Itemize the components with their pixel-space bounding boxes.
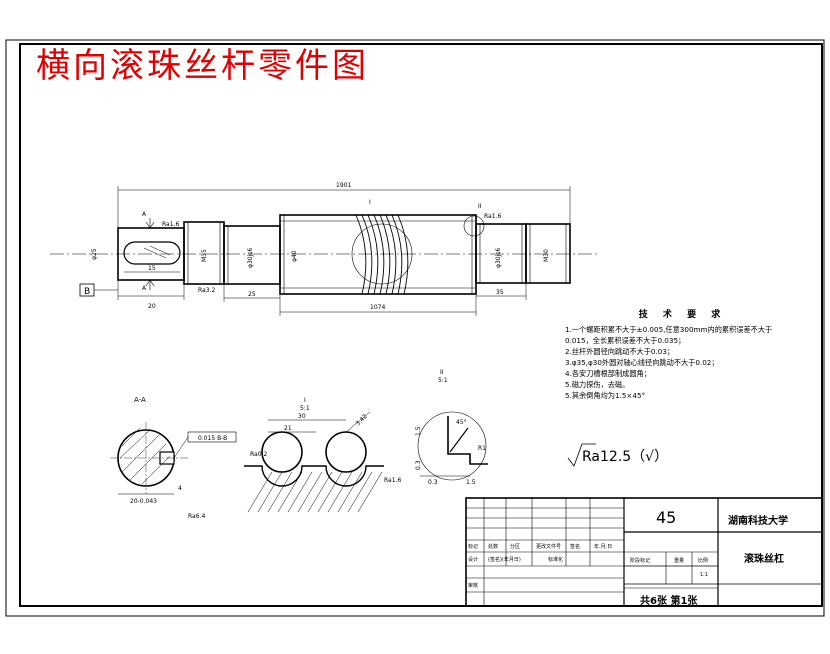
technical-requirements: 技 术 要 求 1.一个螺距积累不大于±0.005,任意300mm内的累积误差不… (565, 310, 810, 401)
drawing-title: 横向滚珠丝杆零件图 (36, 46, 369, 86)
title-block-lines (465, 497, 823, 607)
title-block-part-name: 滚珠丝杠 (744, 554, 784, 565)
dim-overall: 1901 (336, 182, 351, 189)
title-block-cell: 分区 (510, 544, 521, 550)
detail-ii-dim-a: 1.5 (415, 426, 422, 436)
detail-ii-dim-c: 0.3 (428, 479, 438, 486)
dim-m-left: M35 (201, 249, 208, 262)
detail-i (244, 411, 384, 513)
roughness-symbol (567, 443, 596, 467)
title-block-cell: (签名)(年月日) (488, 557, 521, 563)
detail-i-pitch: 30 (298, 413, 306, 420)
detail-ii-scale: 5:1 (438, 377, 448, 384)
title-block-cell: 更改文件号 (536, 544, 562, 550)
marker-a-bottom: A (142, 285, 147, 292)
section-arrow-bottom (145, 279, 155, 290)
marker-detail-ii: II (478, 203, 482, 210)
title-block-scale-value: 1:1 (700, 572, 709, 578)
detail-i-label: I (304, 397, 306, 404)
dim-right-step: 35 (496, 289, 504, 296)
dim-dia-left-bearing: φ30js6 (247, 248, 254, 268)
keyway (123, 241, 181, 265)
datum-letter: B (84, 287, 90, 297)
detail-ii-label: II (440, 369, 444, 376)
title-block-sheets: 共6张 第1张 (640, 596, 698, 607)
detail-ii (417, 411, 488, 481)
detail-i-ra-b: Ra1.6 (384, 477, 401, 484)
title-block-weight: 重量 (674, 558, 685, 564)
tech-req-line: 3.φ35,φ30外圆对轴心线径向跳动不大于0.02； (565, 358, 719, 367)
dim-key-length: 15 (148, 265, 156, 272)
thread-helix (355, 214, 409, 295)
detail-i-ra-a: Ra0.2 (250, 451, 267, 458)
tech-req-line: 4.各安刀槽根部制成圆角； (565, 369, 651, 378)
section-aa-width: 20-0.043 (130, 498, 157, 505)
section-arrow-top (145, 218, 155, 229)
outer-border (5, 39, 825, 617)
tech-req-title: 技 术 要 求 (638, 310, 727, 320)
dim-mid-step: 25 (248, 291, 256, 298)
title-block-review: 审核 (468, 583, 479, 589)
detail-ii-callout (463, 215, 485, 237)
detail-ii-angle: 45° (456, 419, 467, 426)
dim-dia-main: φ40 (291, 250, 298, 262)
tech-req-line: 2.丝杆外圆径向跳动不大于0.03； (565, 347, 675, 356)
title-block-cell: 标记 (468, 544, 479, 550)
detail-ii-dim-b: 0.3 (415, 460, 422, 470)
title-block-school: 湖南科技大学 (728, 516, 788, 527)
title-block-stage: 阶段标记 (630, 558, 651, 564)
tech-req-line: 5.其余倒角均为1.5×45° (565, 391, 646, 400)
title-block-scale: 比例 (698, 558, 709, 564)
tech-req-line: 1.一个螺距积累不大于±0.005,任意300mm内的累积误差不大于 (565, 325, 773, 334)
dim-ra-left: Ra1.6 (162, 221, 179, 228)
detail-i-scale: 5:1 (300, 405, 310, 412)
section-aa-ra: Ra6.4 (188, 513, 205, 520)
dim-ra-right: Ra1.6 (484, 213, 501, 220)
dim-dia-right-bearing: φ30js6 (495, 248, 502, 268)
detail-ii-radius: R1 (478, 445, 486, 452)
title-block-cell: 设计 (468, 557, 479, 563)
tech-req-line: 5.磁力探伤，去磁。 (565, 380, 630, 389)
title-block-cell: 处数 (488, 544, 499, 550)
inner-border (19, 43, 823, 607)
section-aa-depth: 4 (178, 485, 182, 492)
default-roughness-text: Ra12.5（√） (582, 449, 669, 465)
detail-i-angle: 3.42 (354, 413, 369, 428)
title-block-cell: 年.月.日 (594, 544, 613, 550)
section-aa-tolerance: 0.015 B-B (198, 435, 227, 442)
section-aa (110, 422, 237, 495)
detail-ii-dim-d: 1.5 (466, 479, 476, 486)
dim-m-right: M30 (543, 249, 550, 262)
detail-i-callout (351, 223, 413, 285)
dim-left-dia: φ25 (91, 248, 98, 260)
title-block-cell: 签名 (570, 544, 581, 550)
dimension-lines (117, 186, 571, 316)
shaft (117, 214, 571, 295)
default-roughness-note: Ra12.5（√） (582, 446, 668, 466)
tech-req-line: 0.015，全长累积误差不大于0.035； (565, 336, 686, 345)
shaft-details (187, 215, 567, 294)
marker-detail-i: I (369, 199, 371, 206)
title-block-cell: 标准化 (548, 557, 564, 563)
dim-thread-length: 1074 (370, 304, 385, 311)
dim-left-step: 20 (148, 303, 156, 310)
marker-a-top: A (142, 211, 147, 218)
keyway-hatch (143, 245, 171, 259)
dim-ra-bottom: Ra3.2 (198, 287, 215, 294)
detail-i-spacing: 21 (284, 425, 292, 432)
section-aa-label: A-A (134, 396, 146, 404)
title-block-material: 45 (656, 508, 677, 527)
